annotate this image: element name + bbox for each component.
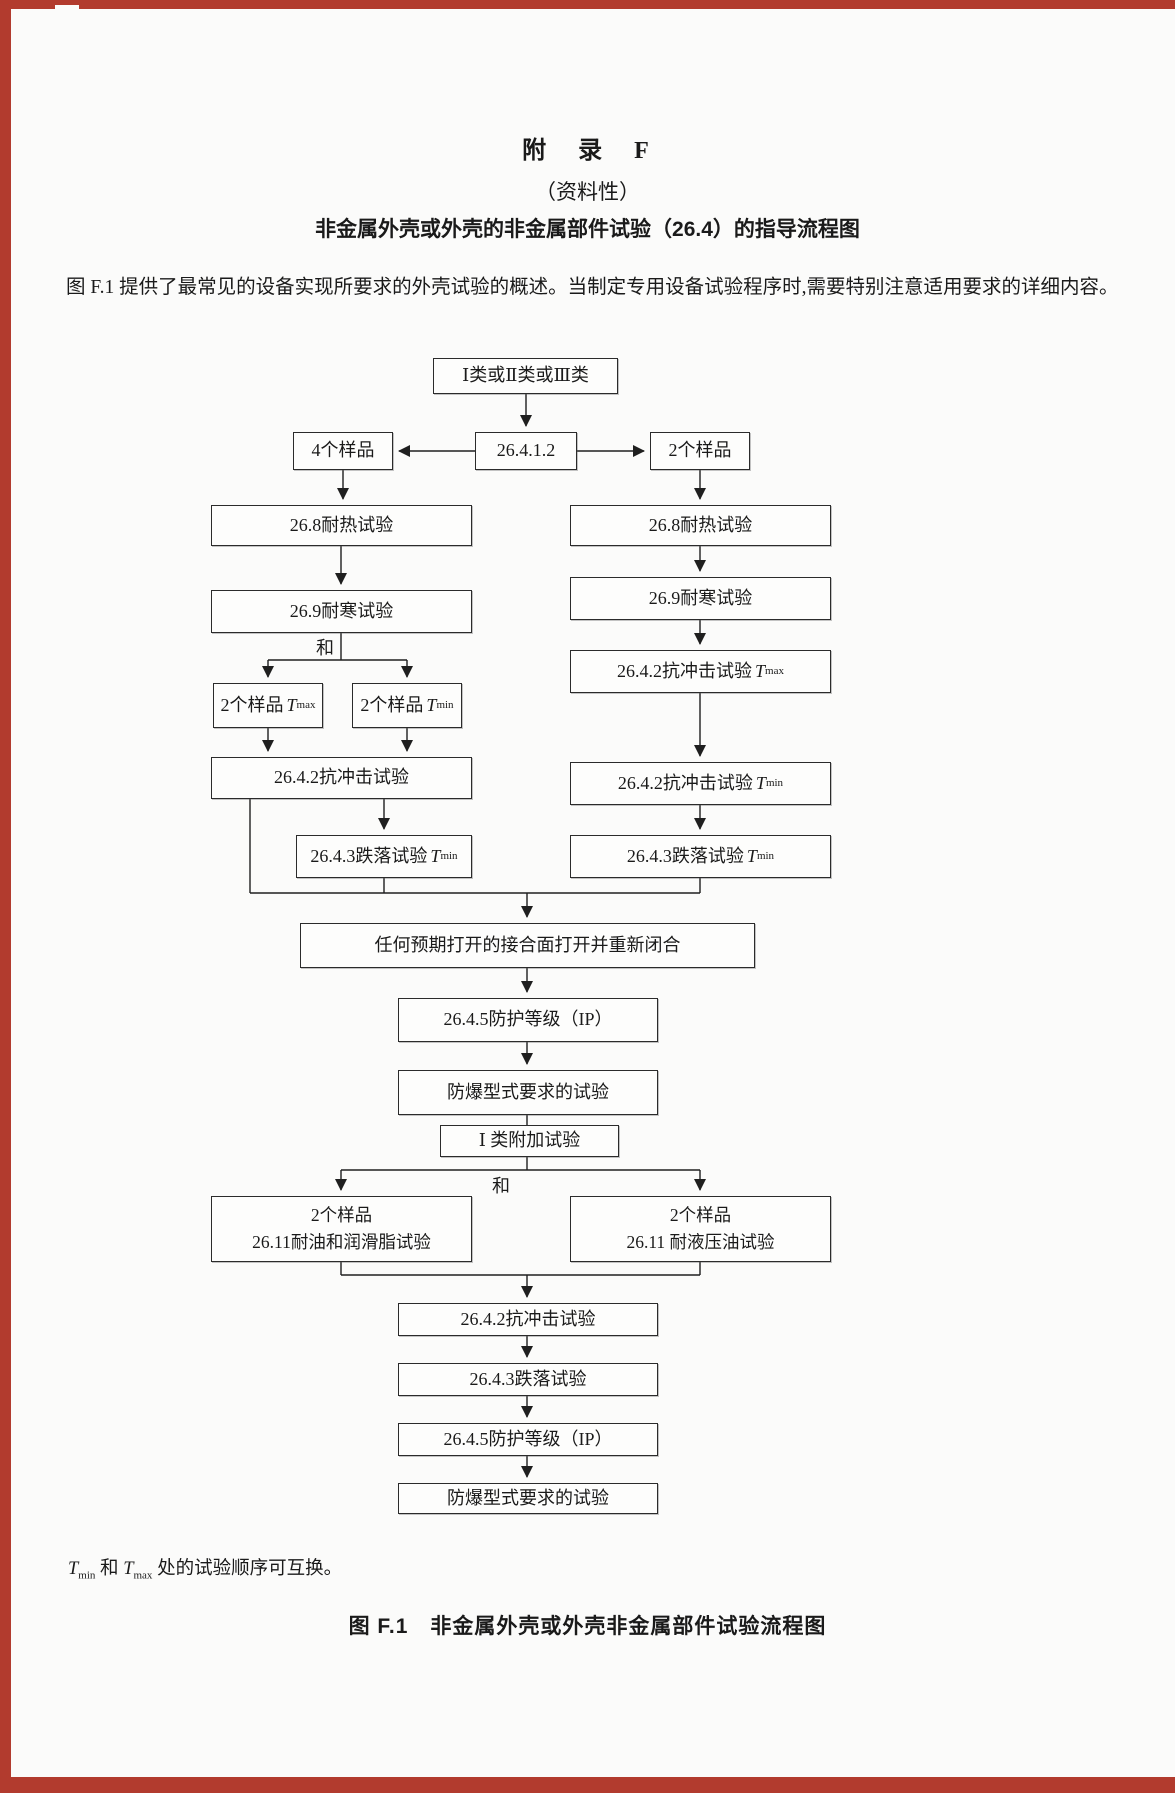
node-heat-test-left: 26.8耐热试验 (211, 505, 472, 546)
node-joint-open-close: 任何预期打开的接合面打开并重新闭合 (300, 923, 755, 968)
scan-border-notch (55, 5, 79, 12)
intro-paragraph: 图 F.1 提供了最常见的设备实现所要求的外壳试验的概述。当制定专用设备试验程序… (66, 277, 1119, 298)
node-ip-rating-2: 26.4.5防护等级（IP） (398, 1423, 658, 1456)
node-hydraulic-oil-test: 2个样品 26.11 耐液压油试验 (570, 1196, 831, 1262)
scan-border-top (0, 0, 1175, 9)
node-ref-26412: 26.4.1.2 (475, 432, 577, 470)
node-4-samples: 4个样品 (293, 432, 393, 470)
scan-border-bottom (0, 1777, 1175, 1793)
node-ip-rating-1: 26.4.5防护等级（IP） (398, 998, 658, 1042)
appendix-subtitle: 非金属外壳或外壳的非金属部件试验（26.4）的指导流程图 (315, 218, 860, 241)
node-impact-test-left: 26.4.2抗冲击试验 (211, 757, 472, 799)
node-explosion-type-tests-1: 防爆型式要求的试验 (398, 1070, 658, 1115)
node-2-samples: 2个样品 (650, 432, 750, 470)
node-group1-additional-tests: Ⅰ 类附加试验 (440, 1125, 619, 1157)
appendix-informative-note: （资料性） (535, 181, 640, 204)
node-cold-test-left: 26.9耐寒试验 (211, 590, 472, 633)
node-cold-test-right: 26.9耐寒试验 (570, 577, 831, 620)
figure-caption: 图 F.1 非金属外壳或外壳非金属部件试验流程图 (348, 1615, 827, 1638)
node-impact-test-bottom: 26.4.2抗冲击试验 (398, 1303, 658, 1336)
and-label-1: 和 (316, 638, 334, 658)
footnote-test-order: Tmin 和 Tmax 处的试验顺序可互换。 (68, 1559, 343, 1582)
and-label-2: 和 (492, 1176, 510, 1196)
node-oil-grease-test: 2个样品 26.11耐油和润滑脂试验 (211, 1196, 472, 1262)
node-drop-test-bottom: 26.4.3跌落试验 (398, 1363, 658, 1396)
scan-border-left (0, 0, 11, 1793)
node-explosion-type-tests-2: 防爆型式要求的试验 (398, 1483, 658, 1514)
appendix-title: 附 录 F (522, 138, 653, 164)
node-equipment-class: Ⅰ类或Ⅱ类或Ⅲ类 (433, 358, 618, 394)
node-heat-test-right: 26.8耐热试验 (570, 505, 831, 546)
